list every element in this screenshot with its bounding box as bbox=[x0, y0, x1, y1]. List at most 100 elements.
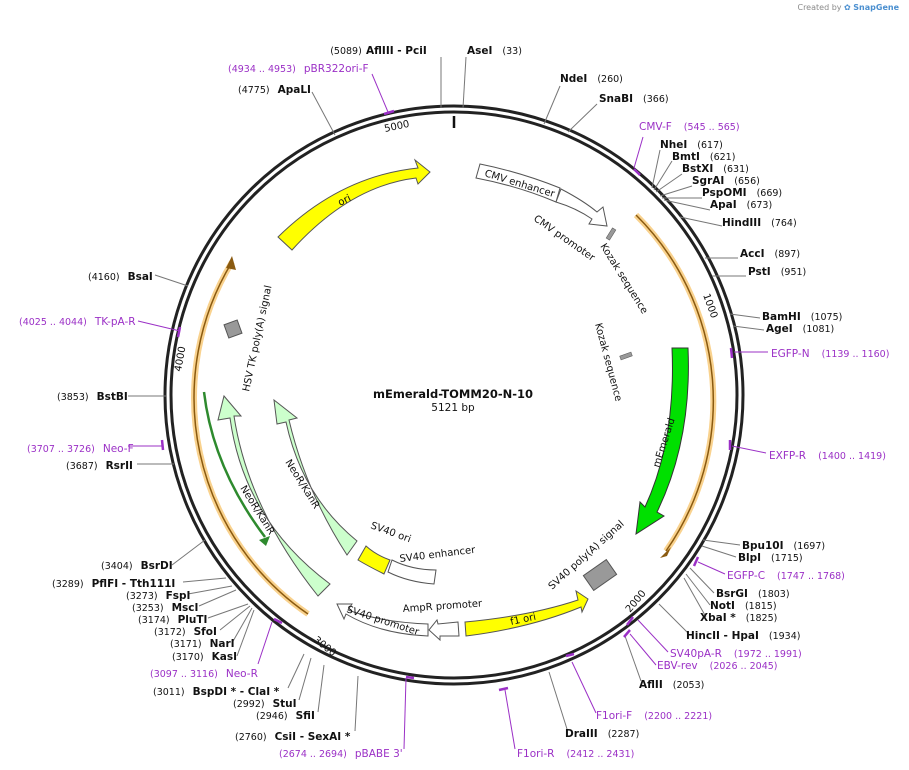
feature-cmv-promoter bbox=[555, 188, 608, 227]
primer-label: SV40pA-R(1972 .. 1991) bbox=[670, 648, 802, 660]
feature-sv40-promoter bbox=[336, 603, 429, 637]
feature-sv40-polya bbox=[582, 558, 618, 592]
feature-sv40-ori bbox=[357, 545, 391, 575]
feature-arc-right-head bbox=[660, 547, 671, 558]
primer-label: (3097 .. 3116)Neo-R bbox=[150, 668, 258, 680]
backbone-inner-ring bbox=[169, 110, 739, 680]
feature-label-hsv-tk-polya: HSV TK poly(A) signal bbox=[241, 284, 274, 392]
snapgene-credit: Created by ✿ SnapGene bbox=[797, 3, 899, 12]
feature-ampr-promoter bbox=[428, 618, 460, 642]
enzyme-label: (3273)FspI bbox=[126, 590, 190, 602]
enzyme-label: (4775)ApaLI bbox=[238, 84, 311, 96]
enzyme-label: AgeI(1081) bbox=[766, 323, 834, 335]
feature-label-kozak-2: Kozak sequence bbox=[592, 322, 624, 403]
feature-f1-ori bbox=[464, 589, 589, 637]
primer-label: (3707 .. 3726)Neo-F bbox=[27, 443, 134, 455]
feature-label-sv40-enhancer: SV40 enhancer bbox=[399, 545, 477, 565]
feature-label-ampr-promoter: AmpR promoter bbox=[402, 598, 483, 615]
enzyme-label: BstXI(631) bbox=[682, 163, 749, 175]
enzyme-label: BlpI(1715) bbox=[738, 552, 803, 564]
primer-label: EBV-rev(2026 .. 2045) bbox=[657, 660, 778, 672]
tick-label-5000: 5000 bbox=[383, 119, 410, 135]
feature-label-sv40-polya: SV40 poly(A) signal bbox=[547, 519, 627, 593]
primer-label: EGFP-N(1139 .. 1160) bbox=[771, 348, 889, 360]
enzyme-label: NdeI(260) bbox=[560, 73, 623, 85]
enzyme-label: PstI(951) bbox=[748, 266, 806, 278]
enzyme-label: SgrAI(656) bbox=[692, 175, 760, 187]
primer-label: EXFP-R(1400 .. 1419) bbox=[769, 450, 886, 462]
primer-label: F1ori-F(2200 .. 2221) bbox=[596, 710, 712, 722]
enzyme-label: PspOMI(669) bbox=[702, 187, 782, 199]
enzyme-label: SnaBI(366) bbox=[599, 93, 669, 105]
feature-label-cmv-promoter: CMV promoter bbox=[531, 213, 597, 264]
feature-arc-left-head bbox=[226, 256, 236, 270]
enzyme-label: (3171)NarI bbox=[170, 638, 235, 650]
enzyme-labels: (5089)AflIII - PciI AseI(33) NdeI(260) S… bbox=[52, 45, 842, 743]
primer-label: EGFP-C(1747 .. 1768) bbox=[727, 570, 845, 582]
feature-label-neor-kanr-outer: NeoR/KanR bbox=[237, 484, 276, 537]
enzyme-label: AseI(33) bbox=[467, 45, 522, 57]
feature-kozak-1 bbox=[605, 227, 617, 241]
enzyme-label: ApaI(673) bbox=[710, 199, 772, 211]
credit-prefix: Created by bbox=[797, 3, 842, 12]
backbone-outer-ring bbox=[163, 104, 745, 686]
enzyme-label: (3011)BspDI * - ClaI * bbox=[153, 686, 280, 698]
enzyme-label: NotI(1815) bbox=[710, 600, 777, 612]
enzyme-label: DraIII(2287) bbox=[565, 728, 639, 740]
feature-hsv-tk-polya bbox=[223, 319, 243, 339]
enzyme-label: Bpu10I(1697) bbox=[742, 540, 825, 552]
enzyme-label: (4160)BsaI bbox=[88, 271, 153, 283]
feature-label-sv40-ori: SV40 ori bbox=[369, 520, 412, 545]
feature-label-f1-ori: f1 ori bbox=[509, 612, 537, 628]
feature-arc-left-line bbox=[193, 261, 309, 615]
feature-ori bbox=[277, 158, 431, 251]
enzyme-leader-lines bbox=[128, 56, 765, 732]
enzyme-label: AflII(2053) bbox=[639, 679, 704, 691]
primer-leader-lines bbox=[128, 73, 768, 750]
primer-label: (2674 .. 2694)pBABE 3' bbox=[279, 748, 403, 760]
enzyme-label: (3404)BsrDI bbox=[101, 560, 173, 572]
enzyme-label: (3253)MscI bbox=[132, 602, 198, 614]
enzyme-label: (3174)PluTI bbox=[138, 614, 207, 626]
enzyme-label: AccI(897) bbox=[740, 248, 800, 260]
enzyme-label: (3687)RsrII bbox=[66, 460, 133, 472]
enzyme-label: (3289)PflFI - Tth111I bbox=[52, 578, 175, 590]
enzyme-label: HincII - HpaI(1934) bbox=[686, 630, 800, 642]
enzyme-label: XbaI *(1825) bbox=[700, 612, 777, 624]
enzyme-label: NheI(617) bbox=[660, 139, 723, 151]
feature-neor-kanr-inner bbox=[273, 398, 358, 556]
feature-arc-right-line bbox=[635, 214, 715, 552]
enzyme-label: (2992)StuI bbox=[233, 698, 297, 710]
primer-label: F1ori-R(2412 .. 2431) bbox=[517, 748, 634, 760]
enzyme-label: BmtI(621) bbox=[672, 151, 735, 163]
feature-label-ori: ori bbox=[336, 193, 353, 209]
credit-brand: SnapGene bbox=[853, 3, 899, 12]
feature-neor-kanr-outer bbox=[217, 394, 331, 597]
primer-label: (4934 .. 4953)pBR322ori-F bbox=[228, 63, 369, 75]
map-title: mEmerald-TOMM20-N-10 bbox=[373, 387, 533, 401]
enzyme-label: BsrGI(1803) bbox=[716, 588, 790, 600]
primer-labels: (4934 .. 4953)pBR322ori-F CMV-F(545 .. 5… bbox=[19, 63, 889, 760]
feature-kozak-2 bbox=[619, 351, 633, 361]
enzyme-label: (2760)CsiI - SexAI * bbox=[235, 731, 351, 743]
primer-label: CMV-F(545 .. 565) bbox=[639, 121, 740, 133]
feature-memerald bbox=[635, 347, 689, 535]
enzyme-label: (3170)KasI bbox=[172, 651, 237, 663]
enzyme-label: HindIII(764) bbox=[722, 217, 797, 229]
tick-label-4000: 4000 bbox=[173, 346, 188, 373]
snapgene-leaf-icon: ✿ bbox=[844, 3, 851, 12]
enzyme-label: (3172)SfoI bbox=[154, 626, 217, 638]
primer-markers bbox=[160, 109, 734, 692]
feature-sv40-enhancer bbox=[387, 559, 437, 585]
feature-neor-green-line bbox=[202, 391, 266, 538]
feature-neor-green-head bbox=[259, 536, 270, 546]
primer-label: (4025 .. 4044)TK-pA-R bbox=[19, 316, 136, 328]
map-length: 5121 bp bbox=[431, 402, 475, 414]
enzyme-label: (3853)BstBI bbox=[57, 391, 128, 403]
enzyme-label: (2946)SfiI bbox=[256, 710, 315, 722]
feature-label-kozak-1: Kozak sequence bbox=[597, 242, 649, 316]
tick-label-1000: 1000 bbox=[700, 292, 719, 320]
enzyme-label: BamHI(1075) bbox=[762, 311, 842, 323]
enzyme-label: (5089)AflIII - PciI bbox=[330, 45, 427, 57]
